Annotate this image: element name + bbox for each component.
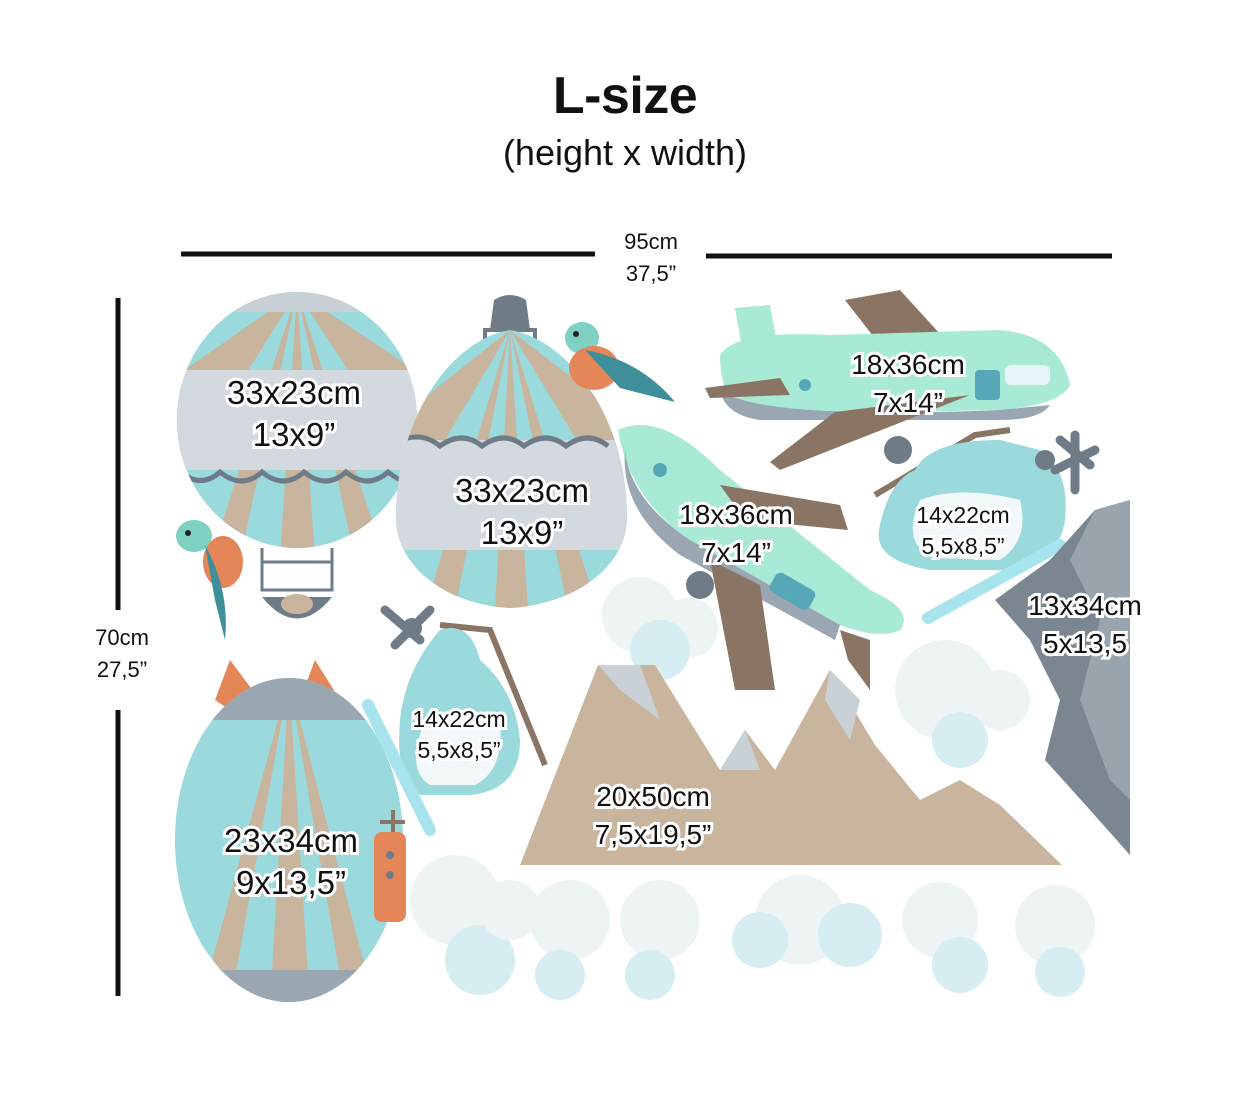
bird-left-sticker — [176, 520, 243, 640]
size-cm-label: 14x22cm — [409, 703, 508, 735]
mountain-right-size: 13x34cm 5x13,5 — [1010, 587, 1160, 663]
mountains-bottom-sticker — [520, 665, 1062, 865]
helicopter-right-sticker — [873, 427, 1100, 624]
size-in-label: 13x9” — [478, 511, 567, 554]
height-in-label: 27,5” — [96, 657, 148, 682]
width-cm-label: 95cm — [624, 229, 678, 254]
size-in-label: 7x14” — [870, 384, 946, 421]
bird-middle-sticker — [565, 322, 675, 402]
page-subtitle: (height x width) — [502, 132, 748, 173]
balloon-middle-size: 33x23cm 13x9” — [420, 469, 624, 554]
helicopter-left-size: 14x22cm 5,5x8,5” — [386, 703, 532, 766]
size-in-label: 13x9” — [250, 413, 339, 456]
size-cm-label: 20x50cm — [593, 778, 713, 815]
size-in-label: 9x13,5” — [233, 861, 349, 904]
size-cm-label: 14x22cm — [913, 499, 1012, 531]
size-in-label: 7x14” — [698, 534, 774, 571]
mountains-bottom-size: 20x50cm 7,5x19,5” — [568, 778, 738, 854]
size-in-label: 5,5x8,5” — [414, 734, 503, 766]
size-cm-label: 23x34cm — [221, 819, 361, 862]
size-in-label: 7,5x19,5” — [592, 816, 715, 853]
airship-size: 23x34cm 9x13,5” — [196, 819, 386, 904]
plane-diagonal-size: 18x36cm 7x14” — [656, 496, 816, 572]
balloon-middle-sticker — [395, 295, 628, 608]
plane-diagonal-sticker — [618, 425, 904, 690]
airship-sticker — [175, 660, 406, 1002]
clouds-sticker — [410, 577, 1095, 1000]
size-cm-label: 18x36cm — [848, 346, 968, 383]
width-in-label: 37,5” — [625, 261, 677, 286]
height-cm-label: 70cm — [95, 625, 149, 650]
width-dimension: 95cm 37,5” — [600, 226, 702, 290]
size-in-label: 5x13,5 — [1040, 625, 1130, 662]
height-dimension: 70cm 27,5” — [70, 622, 174, 686]
page-title: L-size — [552, 67, 698, 125]
mountain-right-sticker — [995, 500, 1130, 855]
helicopter-right-size: 14x22cm 5,5x8,5” — [890, 499, 1036, 562]
plane-top-sticker — [705, 290, 1070, 470]
size-cm-label: 18x36cm — [676, 496, 796, 533]
size-cm-label: 13x34cm — [1025, 587, 1145, 624]
balloon-left-size: 33x23cm 13x9” — [194, 371, 394, 456]
size-cm-label: 33x23cm — [452, 469, 592, 512]
plane-top-size: 18x36cm 7x14” — [828, 346, 988, 422]
helicopter-left-sticker — [362, 605, 548, 836]
size-cm-label: 33x23cm — [224, 371, 364, 414]
size-in-label: 5,5x8,5” — [918, 530, 1007, 562]
